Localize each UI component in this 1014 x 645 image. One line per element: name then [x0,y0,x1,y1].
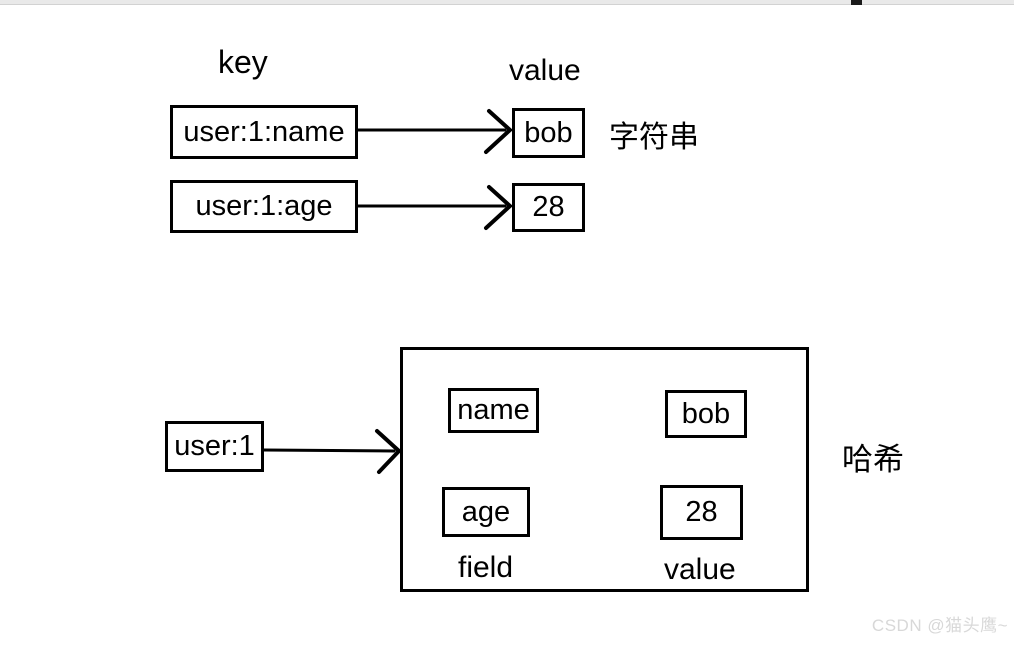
key-box-user-1: user:1 [165,421,264,472]
hash-field-footer-label: field [458,551,514,584]
key-box-user-1-age: user:1:age [170,180,358,233]
arrow-user1-to-hash-icon [262,429,402,474]
top-edge-bar [0,0,1014,5]
csdn-watermark: CSDN @猫头鹰~ [871,616,1008,635]
hash-field-box-name: name [448,388,539,433]
hash-type-label: 哈希 [842,442,904,477]
hash-value-box-bob: bob [665,390,747,438]
value-box-28: 28 [512,183,585,232]
arrow-user1age-to-28-icon [355,185,513,230]
hash-container-box [400,347,809,592]
value-column-header: value [509,54,581,87]
value-box-bob: bob [512,108,585,158]
hash-value-box-28: 28 [660,485,743,540]
key-column-header: key [218,44,268,80]
arrow-user1name-to-bob-icon [355,109,513,154]
key-box-user-1-name: user:1:name [170,105,358,159]
hash-value-footer-label: value [664,553,736,586]
string-type-label: 字符串 [609,121,699,154]
hash-field-box-age: age [442,487,530,537]
top-edge-mark [851,0,862,5]
